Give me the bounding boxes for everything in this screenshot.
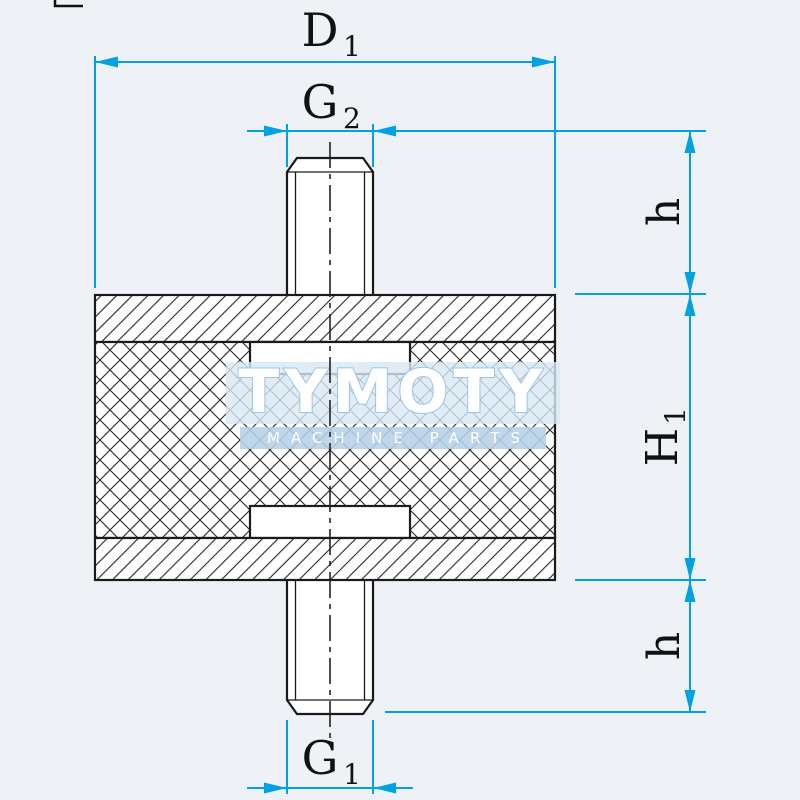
dimension-set	[94, 56, 706, 794]
label-g1: G 1	[302, 731, 361, 791]
arrow-g1-left	[264, 782, 287, 794]
label-d1: D 1	[302, 3, 361, 63]
arrow-g2-right	[373, 125, 396, 137]
arrow-d1-left	[95, 56, 118, 68]
arrow-h-top-up	[684, 131, 696, 153]
arrow-h-bottom-down	[684, 690, 696, 712]
top-plate-hatch	[95, 295, 555, 342]
label-d1-main: D	[302, 3, 339, 57]
arrow-h1-up	[684, 294, 696, 316]
label-h1: H 1	[637, 407, 692, 466]
arrow-h1-down	[684, 558, 696, 580]
frame-corner-mark	[53, 0, 83, 8]
watermark: TYMOTY MACHINE PARTS	[226, 356, 560, 449]
label-g2-main: G	[302, 75, 339, 129]
label-h-bottom: h	[639, 632, 690, 660]
watermark-band	[226, 362, 560, 424]
bottom-plate-hatch	[95, 538, 555, 580]
arrow-g1-right	[373, 782, 396, 794]
arrow-h-bottom-up	[684, 580, 696, 602]
label-h1-main: H	[637, 428, 688, 466]
watermark-brand: TYMOTY	[238, 357, 547, 427]
bottom-plate-outline	[93, 536, 557, 582]
label-h-top: h	[639, 198, 690, 226]
label-g2-sub: 2	[343, 102, 361, 135]
arrow-h-top-down	[684, 272, 696, 294]
label-d1-sub: 1	[343, 30, 361, 63]
watermark-tagline-band	[240, 427, 546, 449]
top-plate	[93, 293, 557, 344]
label-g1-sub: 1	[343, 758, 361, 791]
watermark-tagline: MACHINE PARTS	[267, 429, 531, 447]
label-h1-sub: 1	[659, 407, 692, 425]
label-g1-main: G	[302, 731, 339, 785]
arrow-d1-right	[532, 56, 555, 68]
arrow-g2-left	[264, 125, 287, 137]
label-g2: G 2	[302, 75, 361, 135]
label-h-bottom-text: h	[639, 632, 690, 660]
label-h-top-text: h	[639, 198, 690, 226]
bottom-plate	[93, 536, 557, 582]
